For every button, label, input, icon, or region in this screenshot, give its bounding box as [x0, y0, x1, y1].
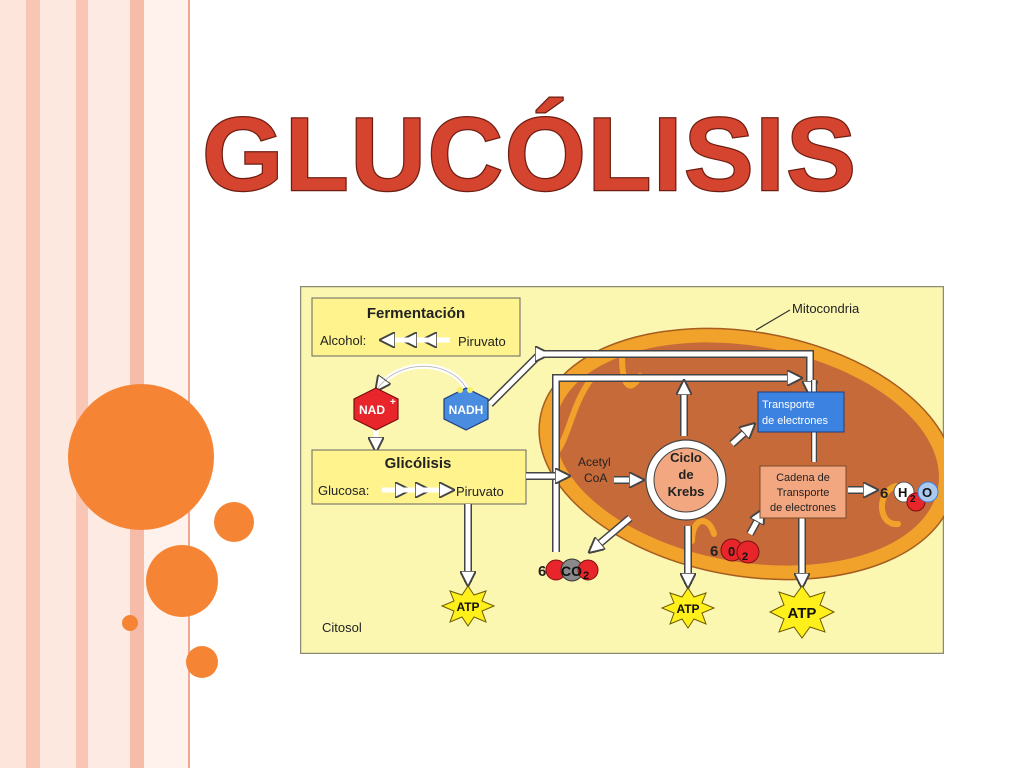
fermentation-alcohol: Alcohol:: [320, 333, 366, 348]
glycolysis-pyruvate: Piruvato: [456, 484, 504, 499]
decor-circle-tiny: [122, 615, 138, 631]
decor-circle-medium: [214, 502, 254, 542]
chain-line1: Cadena de: [776, 472, 830, 484]
h2o-subscript: 2: [910, 494, 916, 505]
fermentation-pyruvate: Piruvato: [458, 334, 506, 349]
decor-stripe-8: [188, 0, 190, 768]
co2-label: CO: [561, 563, 582, 579]
chain-line3: de electrones: [770, 502, 837, 514]
acetyl-coa-line1: Acetyl: [578, 455, 611, 469]
nad-label: NAD: [359, 403, 385, 417]
decor-stripe-3: [40, 0, 76, 768]
atp-chain-label: ATP: [788, 605, 817, 622]
decor-stripe-2: [26, 0, 40, 768]
o2-coefficient: 6: [710, 543, 718, 560]
mitochondria-pointer: [755, 309, 791, 331]
glycolysis-box: Glicólisis Glucosa: Piruvato: [311, 449, 527, 505]
atp-chain: ATP: [768, 585, 836, 639]
respiration-diagram: Mitocondria Fermentación Alcohol: Piruva…: [300, 286, 944, 654]
decor-circle-small: [186, 646, 218, 678]
slide-title-text: GLUCÓLISIS: [202, 97, 858, 208]
nadh-molecule: NADH: [443, 387, 489, 431]
mitochondria-label: Mitocondria: [792, 301, 860, 316]
atp-krebs: ATP: [660, 587, 716, 629]
co2-molecule: 6 CO 2: [538, 558, 599, 582]
fermentation-box: Fermentación Alcohol: Piruvato: [311, 297, 521, 357]
decor-circle-large: [68, 384, 214, 530]
krebs-line1: Ciclo: [670, 450, 702, 465]
krebs-line2: de: [678, 467, 693, 482]
glycolysis-glucose: Glucosa:: [318, 483, 369, 498]
h2o-h: H: [898, 485, 907, 500]
h2o-coefficient: 6: [880, 485, 888, 502]
decor-circle-mid: [146, 545, 218, 617]
co2-coefficient: 6: [538, 563, 546, 580]
decor-stripe-1: [0, 0, 26, 768]
atp-glycolysis-label: ATP: [456, 600, 479, 614]
fermentation-title: Fermentación: [367, 305, 465, 322]
nad-molecule: NAD +: [353, 387, 399, 431]
acetyl-coa-line2: CoA: [584, 471, 607, 485]
electron-transport-box: Transporte de electrones: [757, 391, 845, 433]
h2o-o: O: [922, 485, 932, 500]
o2-label: 0: [728, 544, 735, 559]
nadh-to-nad-arrow: [378, 363, 469, 388]
slide-title: GLUCÓLISIS: [201, 96, 858, 208]
pathway-arrows: [468, 354, 874, 584]
glycolysis-title: Glicólisis: [385, 455, 452, 472]
krebs-line3: Krebs: [668, 484, 705, 499]
transport-line1: Transporte: [762, 399, 815, 411]
transport-line2: de electrones: [762, 415, 829, 427]
nad-superscript: +: [390, 397, 396, 408]
o2-molecule: 6 0 2: [710, 538, 760, 564]
krebs-cycle: Ciclo de Krebs: [645, 439, 727, 521]
atp-glycolysis: ATP: [440, 585, 496, 627]
nadh-label: NADH: [449, 403, 484, 417]
atp-krebs-label: ATP: [676, 602, 699, 616]
cytosol-label: Citosol: [322, 620, 362, 635]
chain-line2: Transporte: [777, 487, 830, 499]
o2-subscript: 2: [742, 551, 748, 563]
decor-stripe-4: [76, 0, 88, 768]
co2-subscript: 2: [583, 570, 589, 582]
electron-chain-box: Cadena de Transporte de electrones: [759, 465, 847, 519]
decor-stripe-5: [88, 0, 130, 768]
h2o-molecule: 6 H 2 O: [880, 481, 939, 512]
